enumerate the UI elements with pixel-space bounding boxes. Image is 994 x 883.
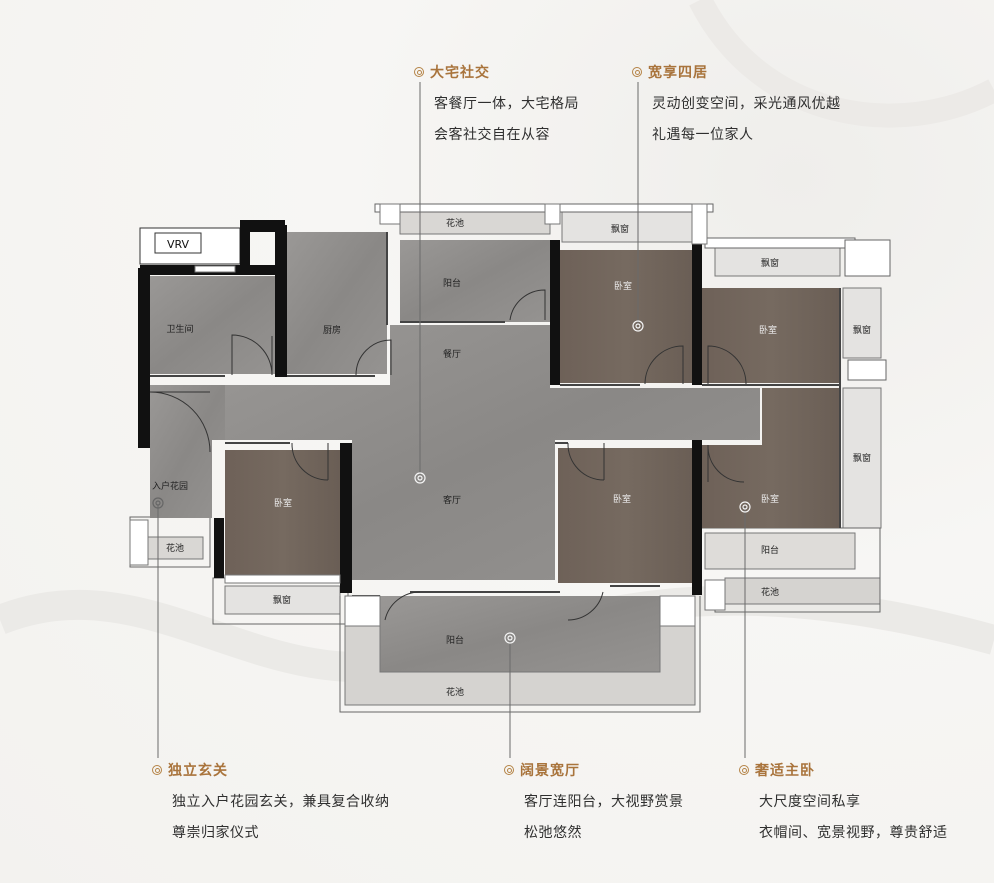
- callout-line: 独立入户花园玄关，兼具复合收纳: [172, 794, 390, 810]
- callout-dazhai: 大宅社交 客餐厅一体，大宅格局 会客社交自在从容: [414, 62, 579, 144]
- planter-right-label: 花池: [761, 586, 779, 598]
- master-bedroom-label: 卧室: [761, 493, 779, 505]
- planter-top-label: 花池: [446, 217, 464, 229]
- bay-window-left-label: 飘窗: [273, 594, 291, 606]
- planter-top: [399, 211, 551, 235]
- callout-line: 衣帽间、宽景视野，尊贵舒适: [759, 825, 948, 841]
- callout-title: 阔景宽厅: [520, 763, 580, 779]
- callout-line: 尊崇归家仪式: [172, 825, 259, 841]
- callout-line: 松弛悠然: [524, 825, 582, 841]
- planter-bottom-label: 花池: [446, 686, 464, 698]
- bathroom-floor: [150, 276, 275, 374]
- callout-kuoj: 阔景宽厅 客厅连阳台，大视野赏景 松弛悠然: [504, 760, 684, 842]
- dining-label: 餐厅: [443, 348, 461, 360]
- callout-title: 奢适主卧: [755, 763, 815, 779]
- balcony-bottom-label: 阳台: [446, 634, 464, 646]
- ring-icon: [504, 765, 514, 775]
- door-swings: [149, 289, 747, 621]
- bathroom-label: 卫生间: [166, 323, 193, 335]
- callout-line: 大尺度空间私享: [759, 794, 861, 810]
- callout-kuanxiang: 宽享四居 灵动创变空间，采光通风优越 礼遇每一位家人: [632, 62, 841, 144]
- bedroom-left-label: 卧室: [274, 497, 292, 509]
- callout-line: 礼遇每一位家人: [652, 127, 754, 143]
- planter-right: [724, 577, 881, 605]
- ring-icon: [152, 765, 162, 775]
- vrv-label: VRV: [167, 238, 190, 251]
- planter-left-label: 花池: [166, 542, 184, 554]
- balcony-right-label: 阳台: [761, 544, 779, 556]
- entry-garden-floor: [150, 385, 225, 518]
- callout-duli: 独立玄关 独立入户花园玄关，兼具复合收纳 尊崇归家仪式: [152, 760, 390, 842]
- balcony-bottom: [380, 596, 660, 672]
- living-label: 客厅: [443, 494, 461, 506]
- vrv-box: [154, 232, 202, 254]
- ring-icon: [739, 765, 749, 775]
- bedroom-top-center-floor: [560, 250, 692, 383]
- balcony-right: [704, 532, 856, 570]
- bay-window-right-small: [842, 287, 882, 359]
- decor-swirl: [689, 0, 994, 128]
- anchor-markers: [152, 320, 751, 644]
- partitions: [150, 232, 841, 597]
- bay-window-top-right-label: 飘窗: [761, 257, 779, 269]
- bay-window-top-right: [714, 247, 841, 277]
- callout-title: 独立玄关: [168, 763, 228, 779]
- bay-window-right-tall-label: 飘窗: [853, 452, 871, 464]
- bay-window-right-tall: [842, 387, 882, 529]
- leader-lines: [157, 82, 746, 758]
- callout-title: 大宅社交: [430, 65, 490, 81]
- callout-line: 客厅连阳台，大视野赏景: [524, 794, 684, 810]
- callout-line: 客餐厅一体，大宅格局: [434, 96, 579, 112]
- master-bedroom-floor: [702, 388, 840, 528]
- window-frames: [129, 203, 726, 627]
- bay-window-left: [224, 585, 341, 615]
- bedroom-left-floor: [225, 450, 340, 575]
- bedroom-top-right-label: 卧室: [759, 324, 777, 336]
- bay-window-top-label: 飘窗: [611, 223, 629, 235]
- ring-icon: [414, 67, 424, 77]
- balcony-top-floor: [400, 240, 550, 322]
- callout-sheshi: 奢适主卧 大尺度空间私享 衣帽间、宽景视野，尊贵舒适: [739, 760, 948, 842]
- bedroom-top-right-floor: [702, 288, 840, 383]
- kitchen-label: 厨房: [323, 324, 341, 336]
- callout-line: 灵动创变空间，采光通风优越: [652, 96, 841, 112]
- ring-icon: [632, 67, 642, 77]
- bay-window-right-small-label: 飘窗: [853, 324, 871, 336]
- bedroom-top-center-label: 卧室: [614, 280, 632, 292]
- balcony-top-label: 阳台: [443, 277, 461, 289]
- entry-garden-label: 入户花园: [152, 480, 188, 492]
- callout-title: 宽享四居: [648, 65, 708, 81]
- bedroom-bottom-center-label: 卧室: [613, 493, 631, 505]
- kitchen-floor: [287, 232, 387, 374]
- callout-line: 会客社交自在从容: [434, 127, 550, 143]
- bedroom-bottom-center-floor: [558, 448, 693, 583]
- living-dining-floor: [222, 325, 760, 580]
